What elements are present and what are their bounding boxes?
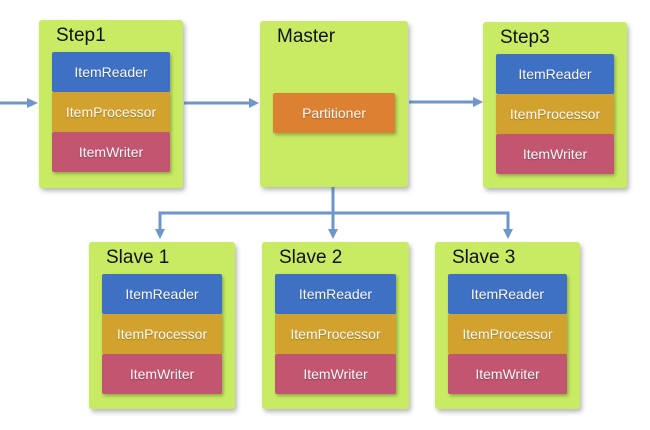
step1-item-writer-box: ItemWriter (52, 132, 170, 172)
node-slave3: Slave 3 ItemReader ItemProcessor ItemWri… (435, 242, 580, 409)
step3-item-reader-box: ItemReader (496, 54, 614, 94)
step1-item-reader-box: ItemReader (52, 52, 170, 92)
slave3-item-writer-box: ItemWriter (448, 354, 567, 394)
node-slave2-title: Slave 2 (279, 247, 343, 268)
slave2-arrowhead (328, 229, 338, 239)
node-step3-title: Step3 (500, 27, 550, 48)
master-to-slaves-connector (155, 187, 513, 239)
slave3-arrowhead (503, 229, 513, 239)
node-slave2: Slave 2 ItemReader ItemProcessor ItemWri… (262, 242, 409, 409)
node-step3: Step3 ItemReader ItemProcessor ItemWrite… (483, 22, 627, 188)
slave1-item-reader-box: ItemReader (102, 274, 222, 314)
node-master: Master Partitioner (260, 21, 408, 187)
node-slave1: Slave 1 ItemReader ItemProcessor ItemWri… (89, 242, 235, 409)
slave3-item-processor-box: ItemProcessor (448, 314, 567, 354)
slave1-arrowhead (155, 229, 165, 239)
step1-item-processor-box: ItemProcessor (52, 92, 170, 132)
step1-to-master-arrow (184, 98, 259, 108)
node-slave3-title: Slave 3 (452, 247, 516, 268)
node-step1-title: Step1 (56, 25, 106, 46)
slave2-item-writer-box: ItemWriter (275, 354, 396, 394)
incoming-arrow (0, 98, 38, 108)
master-partitioner-box: Partitioner (273, 93, 395, 133)
slave1-item-writer-box: ItemWriter (102, 354, 222, 394)
node-slave1-title: Slave 1 (106, 247, 170, 268)
node-master-title: Master (277, 26, 336, 47)
slave3-item-reader-box: ItemReader (448, 274, 567, 314)
step3-item-writer-box: ItemWriter (496, 134, 614, 174)
slave2-item-processor-box: ItemProcessor (275, 314, 396, 354)
master-to-step3-arrow (409, 97, 483, 107)
slave2-item-reader-box: ItemReader (275, 274, 396, 314)
step3-item-processor-box: ItemProcessor (496, 94, 614, 134)
slave1-item-processor-box: ItemProcessor (102, 314, 222, 354)
node-step1: Step1 ItemReader ItemProcessor ItemWrite… (39, 20, 183, 188)
